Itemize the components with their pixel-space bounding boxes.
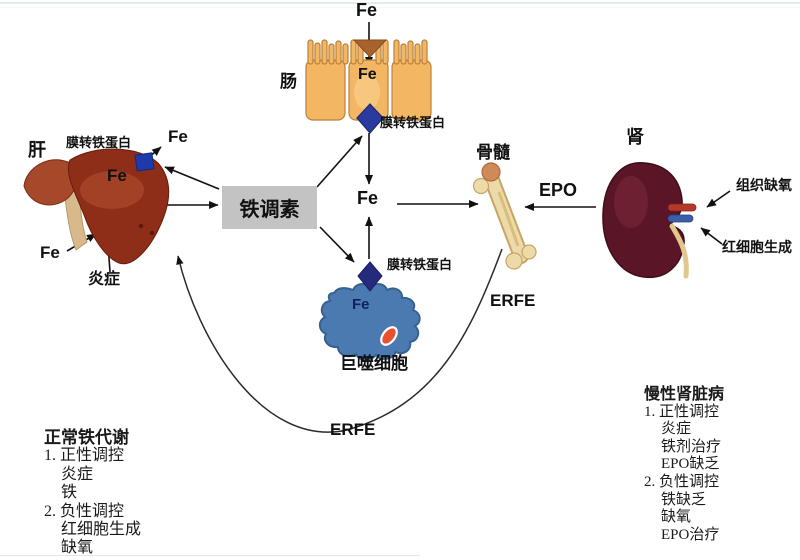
dmt1-transporter-icon — [352, 39, 388, 58]
bone-marrow-illustration — [472, 162, 537, 270]
erfe-curve-arrow — [176, 248, 503, 433]
liver-ferroportin-icon — [134, 152, 155, 172]
macrophage-illustration — [318, 261, 421, 361]
kidney-illustration — [602, 162, 697, 279]
bottom-border-line — [0, 555, 420, 556]
arrow-hypoxia-to-kidney — [706, 190, 731, 208]
red-blood-cell-icon — [380, 326, 398, 346]
liver-illustration — [23, 148, 170, 265]
macrophage-ferroportin-icon — [357, 261, 383, 292]
arrow-erythropoiesis-to-kidney — [700, 227, 723, 245]
renal-artery-icon — [667, 203, 697, 212]
top-border-line-faint — [0, 7, 800, 8]
intestine-illustration — [305, 39, 432, 134]
arrow-hepcidin-to-liver-ferroportin — [164, 166, 220, 190]
renal-vein-icon — [667, 214, 694, 223]
intestine-ferroportin-icon — [356, 103, 384, 134]
arrow-hepcidin-to-macrophage-ferroportin — [319, 226, 355, 263]
ureter-icon — [669, 223, 689, 279]
top-border-line — [0, 2, 800, 4]
arrow-hepcidin-to-intestine-ferroportin — [316, 135, 363, 188]
